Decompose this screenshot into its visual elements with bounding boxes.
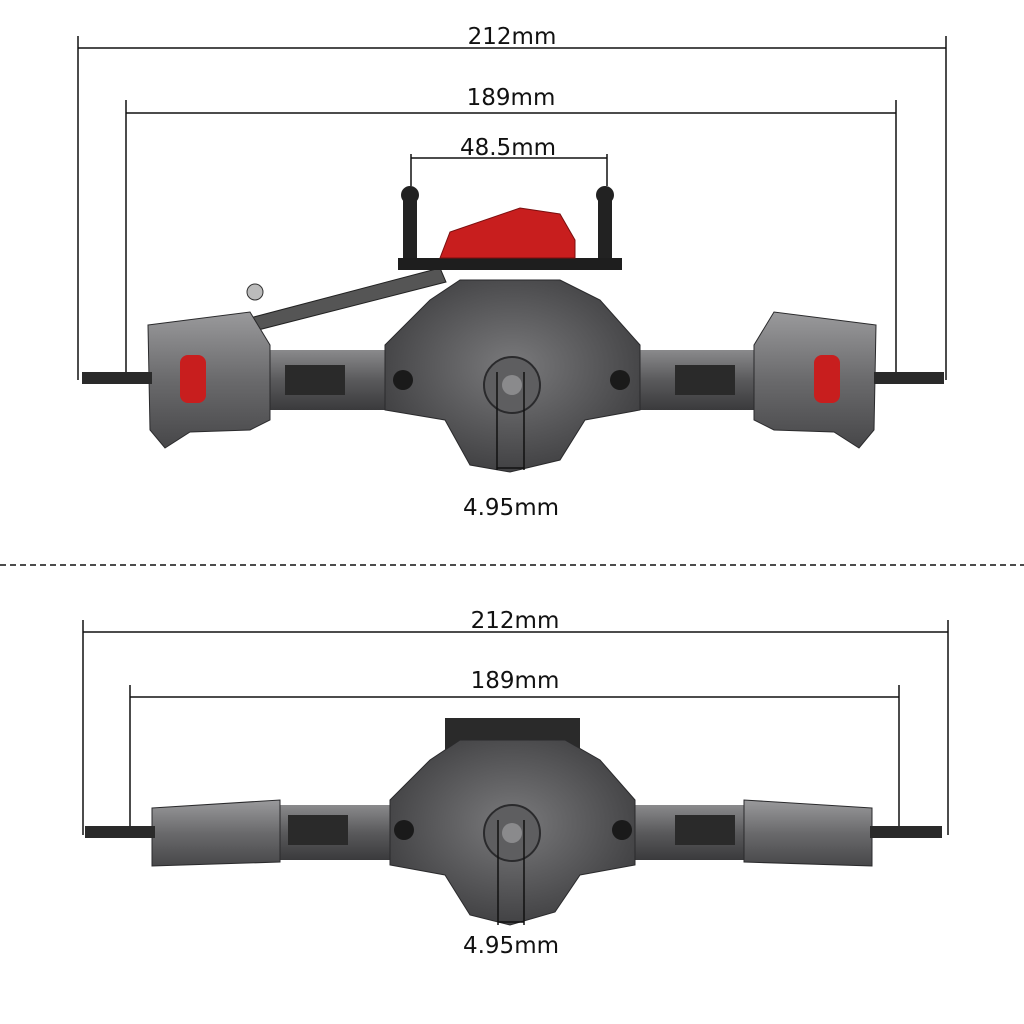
front-hub-width-label: 189mm: [467, 85, 556, 111]
front-pinion-offset-label: 4.95mm: [463, 495, 559, 521]
rear-axle: [85, 718, 942, 926]
rear-hub-width-label: 189mm: [471, 668, 560, 694]
front-axle: [82, 186, 944, 473]
front-servo-mount-width-label: 48.5mm: [460, 135, 556, 161]
rear-overall-width-label: 212mm: [471, 608, 560, 634]
front-dimensions: 212mm 189mm 48.5mm 4.95mm: [77, 24, 947, 521]
front-overall-width-label: 212mm: [468, 24, 557, 50]
rear-dimensions: 212mm 189mm 4.95mm: [82, 608, 949, 959]
rear-pinion-offset-label: 4.95mm: [463, 933, 559, 959]
red-servo-horn: [439, 207, 576, 259]
